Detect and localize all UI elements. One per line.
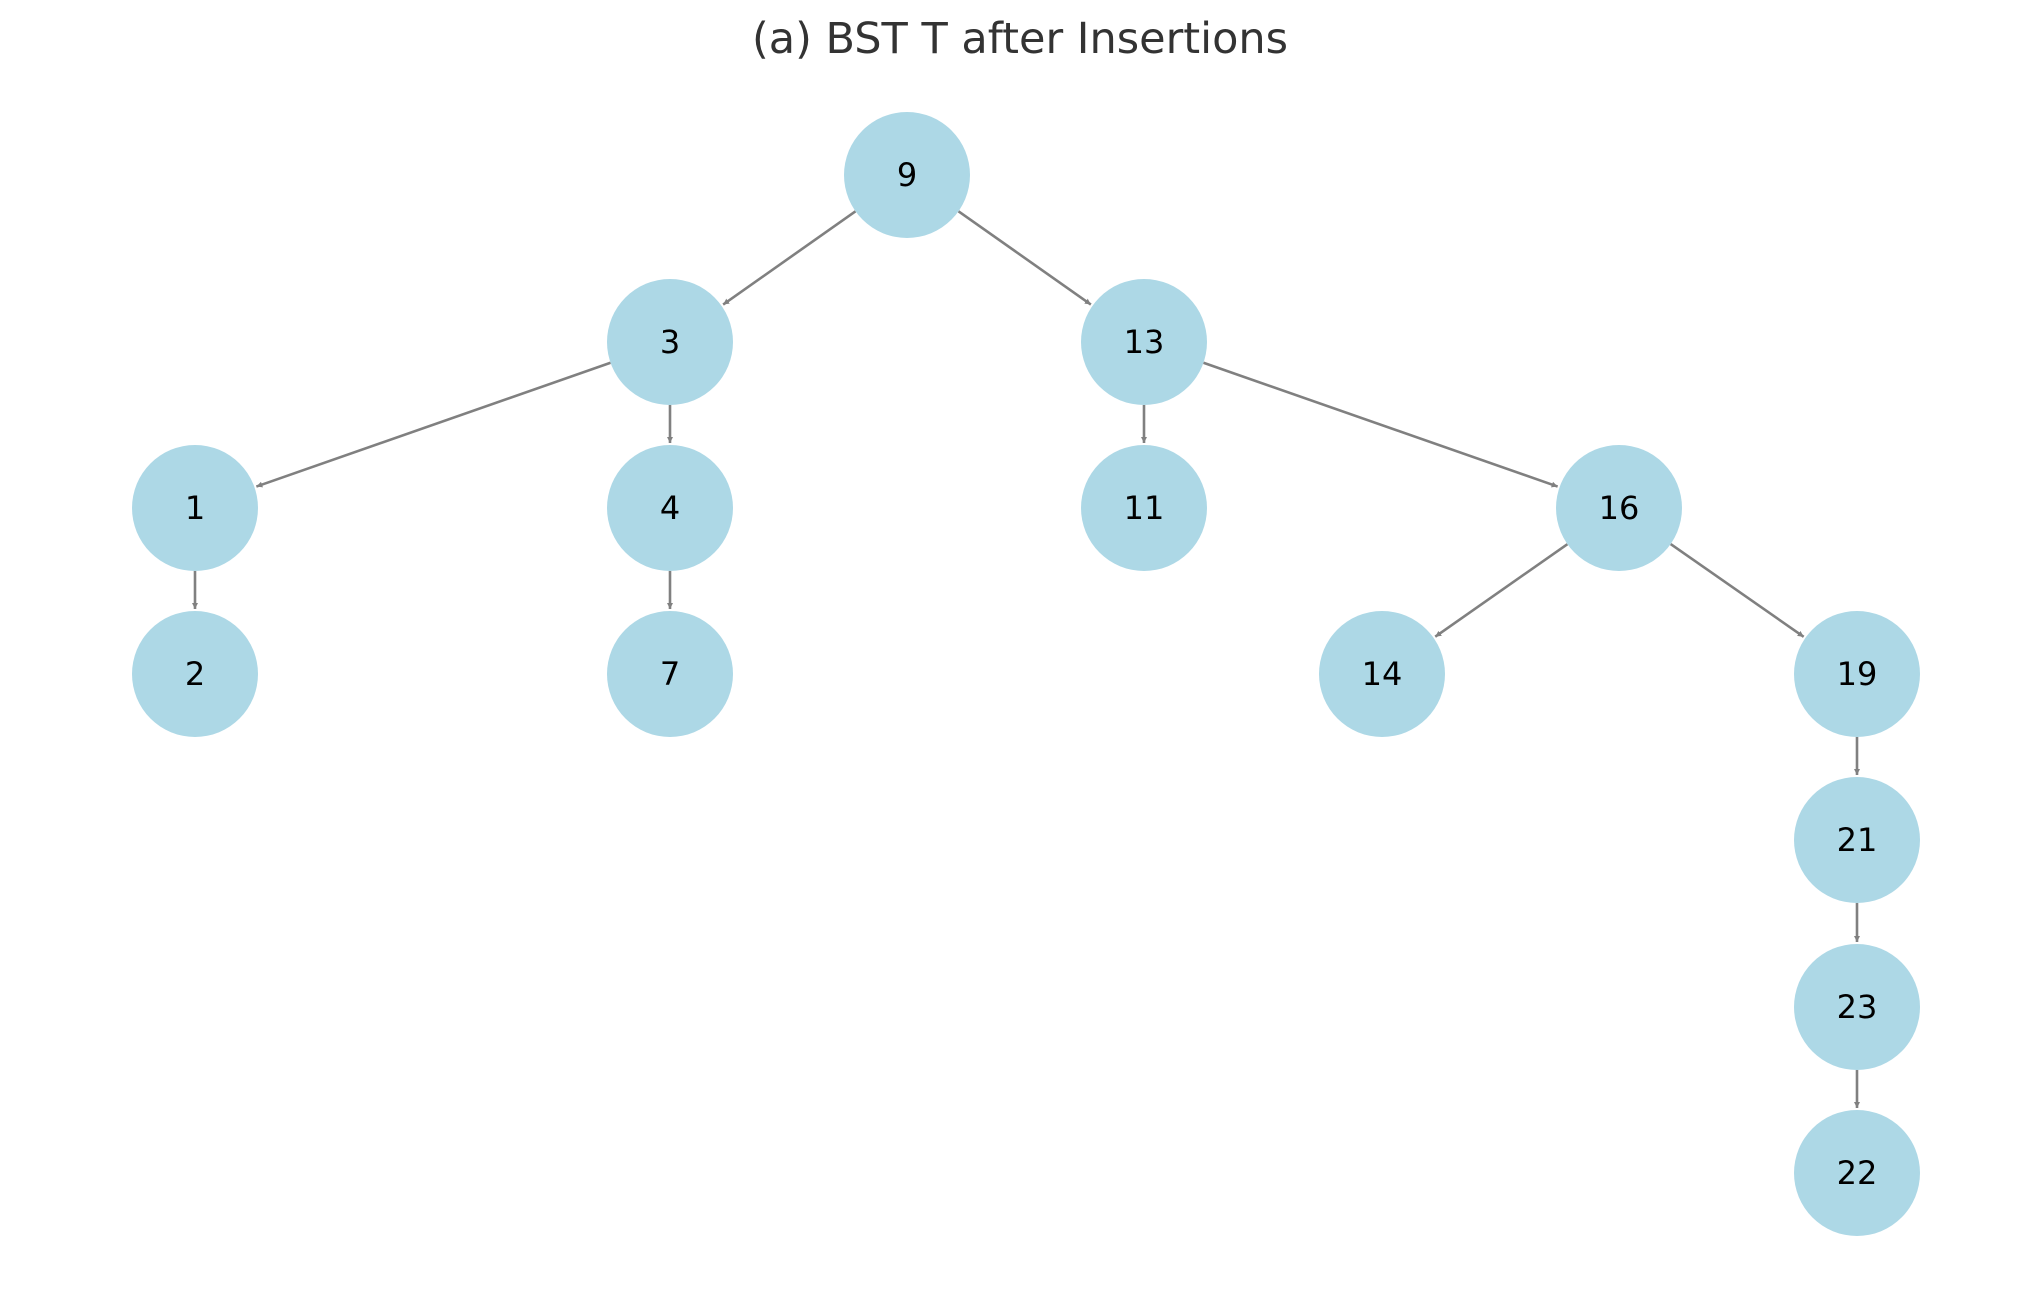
tree-node-3: 3 — [607, 279, 733, 405]
edge-9-3 — [722, 210, 857, 306]
edge-16-14 — [1434, 543, 1569, 638]
node-label: 4 — [660, 489, 680, 527]
node-circle — [844, 112, 970, 238]
node-circle — [607, 279, 733, 405]
node-circle — [607, 445, 733, 571]
node-label: 13 — [1124, 323, 1165, 361]
tree-node-19: 19 — [1794, 611, 1920, 737]
tree-node-9: 9 — [844, 112, 970, 238]
node-label: 21 — [1837, 821, 1878, 859]
node-circle — [1794, 944, 1920, 1070]
node-circle — [1081, 279, 1207, 405]
node-label: 11 — [1124, 489, 1165, 527]
edge-13-16 — [1203, 361, 1559, 488]
node-circle — [132, 611, 258, 737]
diagram-title: (a) BST T after Insertions — [752, 14, 1288, 64]
node-circle — [607, 611, 733, 737]
node-label: 23 — [1837, 988, 1878, 1026]
node-label: 22 — [1837, 1154, 1878, 1192]
edge-16-19 — [1669, 542, 1805, 638]
tree-node-14: 14 — [1319, 611, 1445, 737]
tree-node-2: 2 — [132, 611, 258, 737]
node-label: 1 — [185, 489, 205, 527]
tree-node-16: 16 — [1556, 445, 1682, 571]
edge-9-13 — [957, 210, 1092, 306]
node-label: 14 — [1362, 655, 1403, 693]
node-circle — [1319, 611, 1445, 737]
node-circle — [1794, 1110, 1920, 1236]
tree-node-11: 11 — [1081, 445, 1207, 571]
node-circle — [1556, 445, 1682, 571]
tree-node-13: 13 — [1081, 279, 1207, 405]
node-circle — [1794, 777, 1920, 903]
node-label: 3 — [660, 323, 680, 361]
tree-node-21: 21 — [1794, 777, 1920, 903]
node-label: 7 — [660, 655, 680, 693]
node-label: 9 — [897, 156, 917, 194]
edge-3-1 — [255, 361, 611, 488]
tree-node-23: 23 — [1794, 944, 1920, 1070]
tree-node-22: 22 — [1794, 1110, 1920, 1236]
node-label: 19 — [1837, 655, 1878, 693]
node-circle — [132, 445, 258, 571]
tree-node-7: 7 — [607, 611, 733, 737]
node-label: 2 — [185, 655, 205, 693]
node-circle — [1081, 445, 1207, 571]
node-label: 16 — [1599, 489, 1640, 527]
edges-layer — [192, 210, 1860, 1108]
tree-node-1: 1 — [132, 445, 258, 571]
node-circle — [1794, 611, 1920, 737]
tree-node-4: 4 — [607, 445, 733, 571]
